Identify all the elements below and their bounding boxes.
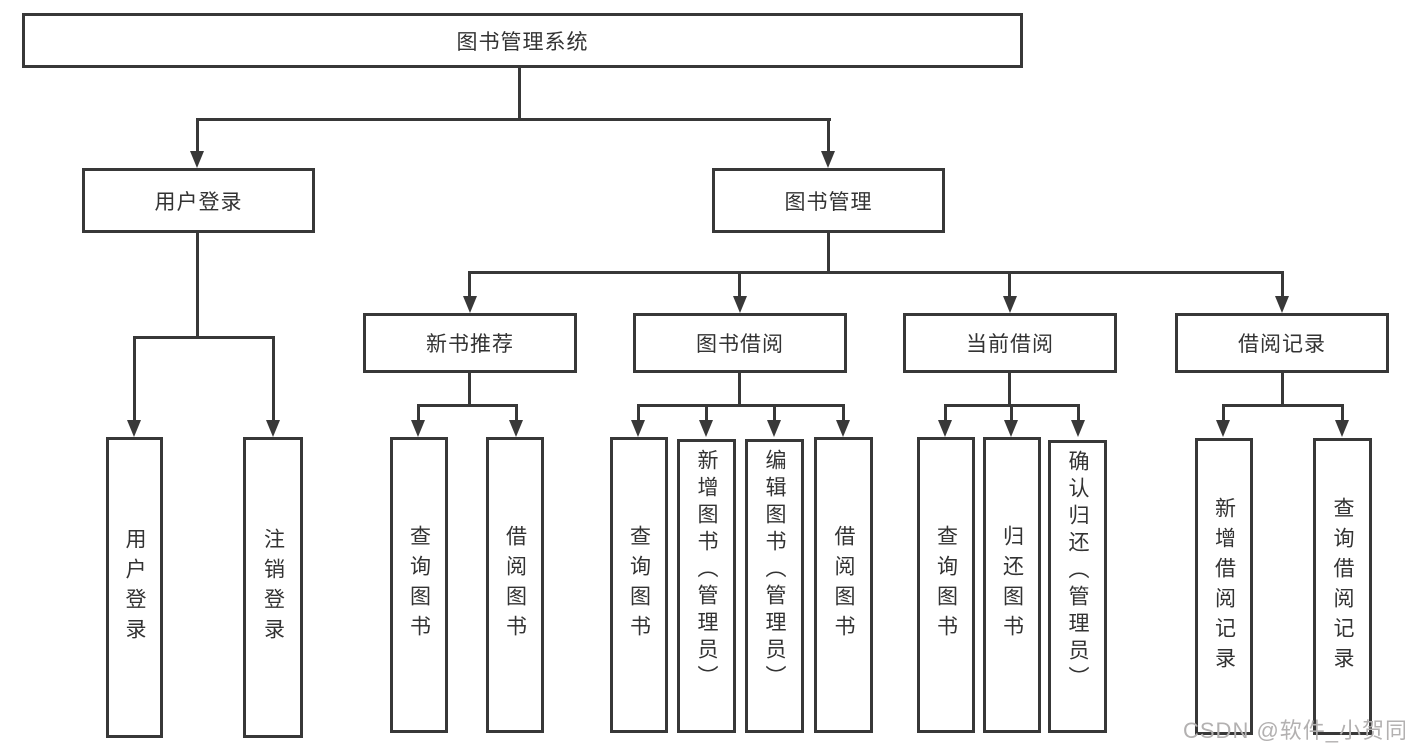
arrow-down-icon	[699, 420, 713, 437]
node-user-login: 用户登录	[82, 168, 315, 233]
leaf-borrow-books-1: 借阅图书	[486, 437, 544, 733]
connector-vline	[842, 404, 845, 422]
connector-vline	[272, 336, 275, 421]
node-new-book-recommend: 新书推荐	[363, 313, 577, 373]
leaf-borrow-books-2-label: 借阅图书	[832, 525, 855, 645]
connector-vline	[133, 336, 136, 421]
node-user-login-label: 用户登录	[154, 190, 243, 214]
connector-vline	[1010, 404, 1013, 422]
leaf-add-books-admin: 新增图书（管理员）	[677, 439, 736, 733]
leaf-user-login: 用户登录	[106, 437, 163, 738]
leaf-return-books: 归还图书	[983, 437, 1041, 733]
node-current-borrow: 当前借阅	[903, 313, 1117, 373]
connector-vline	[773, 404, 776, 422]
connector-vline	[196, 233, 199, 339]
leaf-edit-books-admin-label: 编辑图书（管理员）	[763, 449, 786, 692]
leaf-query-borrow-record: 查询借阅记录	[1313, 438, 1372, 735]
leaf-add-borrow-record-label: 新增借阅记录	[1212, 496, 1236, 677]
connector-vline	[1008, 271, 1011, 299]
node-borrow-records: 借阅记录	[1175, 313, 1389, 373]
leaf-query-books-2: 查询图书	[610, 437, 668, 733]
connector-hline	[1222, 404, 1344, 407]
leaf-query-borrow-record-label: 查询借阅记录	[1331, 496, 1354, 677]
node-root: 图书管理系统	[22, 13, 1023, 68]
arrow-down-icon	[1275, 296, 1289, 313]
leaf-query-books-1-label: 查询图书	[407, 525, 431, 645]
connector-vline	[196, 118, 199, 153]
arrow-down-icon	[1071, 420, 1085, 437]
arrow-down-icon	[190, 151, 204, 168]
node-borrow-records-label: 借阅记录	[1238, 333, 1326, 356]
leaf-return-books-label: 归还图书	[1000, 525, 1024, 645]
leaf-add-borrow-record: 新增借阅记录	[1195, 438, 1253, 735]
node-root-label: 图书管理系统	[456, 30, 589, 54]
arrow-down-icon	[411, 420, 425, 437]
leaf-add-books-admin-label: 新增图书（管理员）	[695, 449, 718, 692]
connector-vline	[738, 373, 741, 407]
arrow-down-icon	[463, 296, 477, 313]
arrow-down-icon	[266, 420, 280, 437]
connector-vline	[518, 68, 521, 118]
connector-vline	[1281, 373, 1284, 407]
leaf-user-login-label: 用户登录	[123, 527, 146, 648]
node-book-management: 图书管理	[712, 168, 945, 233]
connector-hline	[417, 404, 518, 407]
arrow-down-icon	[1004, 420, 1018, 437]
connector-hline	[468, 271, 1284, 274]
leaf-confirm-return-admin-label: 确认归还（管理员）	[1066, 450, 1089, 693]
leaf-query-books-3-label: 查询图书	[934, 525, 958, 645]
arrow-down-icon	[631, 420, 645, 437]
connector-vline	[1008, 373, 1011, 407]
leaf-confirm-return-admin: 确认归还（管理员）	[1048, 440, 1107, 733]
leaf-edit-books-admin: 编辑图书（管理员）	[745, 439, 804, 733]
connector-vline	[738, 271, 741, 299]
connector-vline	[827, 118, 830, 153]
arrow-down-icon	[938, 420, 952, 437]
connector-hline	[196, 118, 831, 121]
connector-vline	[637, 404, 640, 422]
arrow-down-icon	[1216, 420, 1230, 437]
arrow-down-icon	[733, 296, 747, 313]
csdn-watermark: CSDN @软件_小贺同学	[1183, 718, 1405, 743]
arrow-down-icon	[836, 420, 850, 437]
leaf-borrow-books-2: 借阅图书	[814, 437, 873, 733]
leaf-logout: 注销登录	[243, 437, 303, 738]
leaf-query-books-1: 查询图书	[390, 437, 448, 733]
connector-vline	[827, 233, 830, 274]
connector-vline	[1281, 271, 1284, 299]
arrow-down-icon	[767, 420, 781, 437]
connector-vline	[944, 404, 947, 422]
arrow-down-icon	[127, 420, 141, 437]
connector-vline	[468, 373, 471, 407]
arrow-down-icon	[821, 151, 835, 168]
arrow-down-icon	[509, 420, 523, 437]
connector-vline	[468, 271, 471, 299]
connector-vline	[1077, 404, 1080, 422]
connector-hline	[637, 404, 845, 407]
connector-vline	[417, 404, 420, 422]
leaf-logout-label: 注销登录	[261, 527, 285, 648]
arrow-down-icon	[1335, 420, 1349, 437]
connector-vline	[515, 404, 518, 422]
node-new-book-recommend-label: 新书推荐	[426, 333, 514, 356]
connector-hline	[133, 336, 275, 339]
connector-vline	[1341, 404, 1344, 422]
arrow-down-icon	[1003, 296, 1017, 313]
leaf-query-books-3: 查询图书	[917, 437, 975, 733]
node-book-borrow: 图书借阅	[633, 313, 847, 373]
node-current-borrow-label: 当前借阅	[966, 333, 1054, 356]
connector-vline	[1222, 404, 1225, 422]
node-book-management-label: 图书管理	[784, 190, 873, 214]
node-book-borrow-label: 图书借阅	[696, 333, 784, 356]
leaf-borrow-books-1-label: 借阅图书	[503, 525, 527, 645]
connector-vline	[705, 404, 708, 422]
leaf-query-books-2-label: 查询图书	[627, 525, 651, 645]
